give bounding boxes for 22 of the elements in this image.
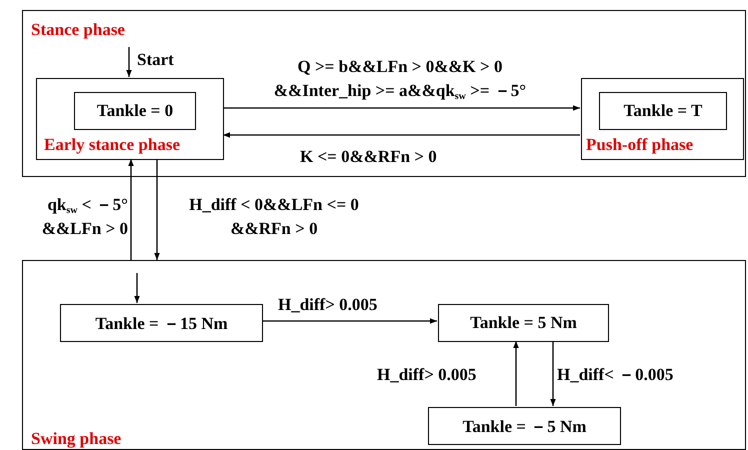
state-title: Push-off phase (586, 136, 694, 153)
phase-panel (22, 260, 746, 450)
arrow (262, 318, 437, 324)
arrow (223, 132, 580, 138)
torque-state-box: Tankle = －5 Nm (428, 407, 621, 445)
phase-title: Stance phase (31, 21, 125, 38)
arrow (128, 159, 134, 260)
torque-state-box: Tankle = 0 (74, 92, 196, 130)
phase-panel (22, 10, 746, 177)
arrow (513, 341, 519, 406)
arrow (550, 341, 556, 406)
phase-title: Swing phase (31, 430, 122, 447)
arrow (154, 159, 160, 260)
state-box (581, 78, 744, 160)
torque-state-box: Tankle = T (599, 92, 727, 130)
state-title: Early stance phase (44, 136, 180, 153)
arrow (223, 105, 580, 111)
torque-state-box: Tankle = 5 Nm (438, 304, 609, 342)
arrow (134, 273, 140, 303)
torque-state-box: Tankle = －15 Nm (60, 304, 263, 342)
arrow (126, 47, 132, 77)
state-box (36, 78, 224, 160)
